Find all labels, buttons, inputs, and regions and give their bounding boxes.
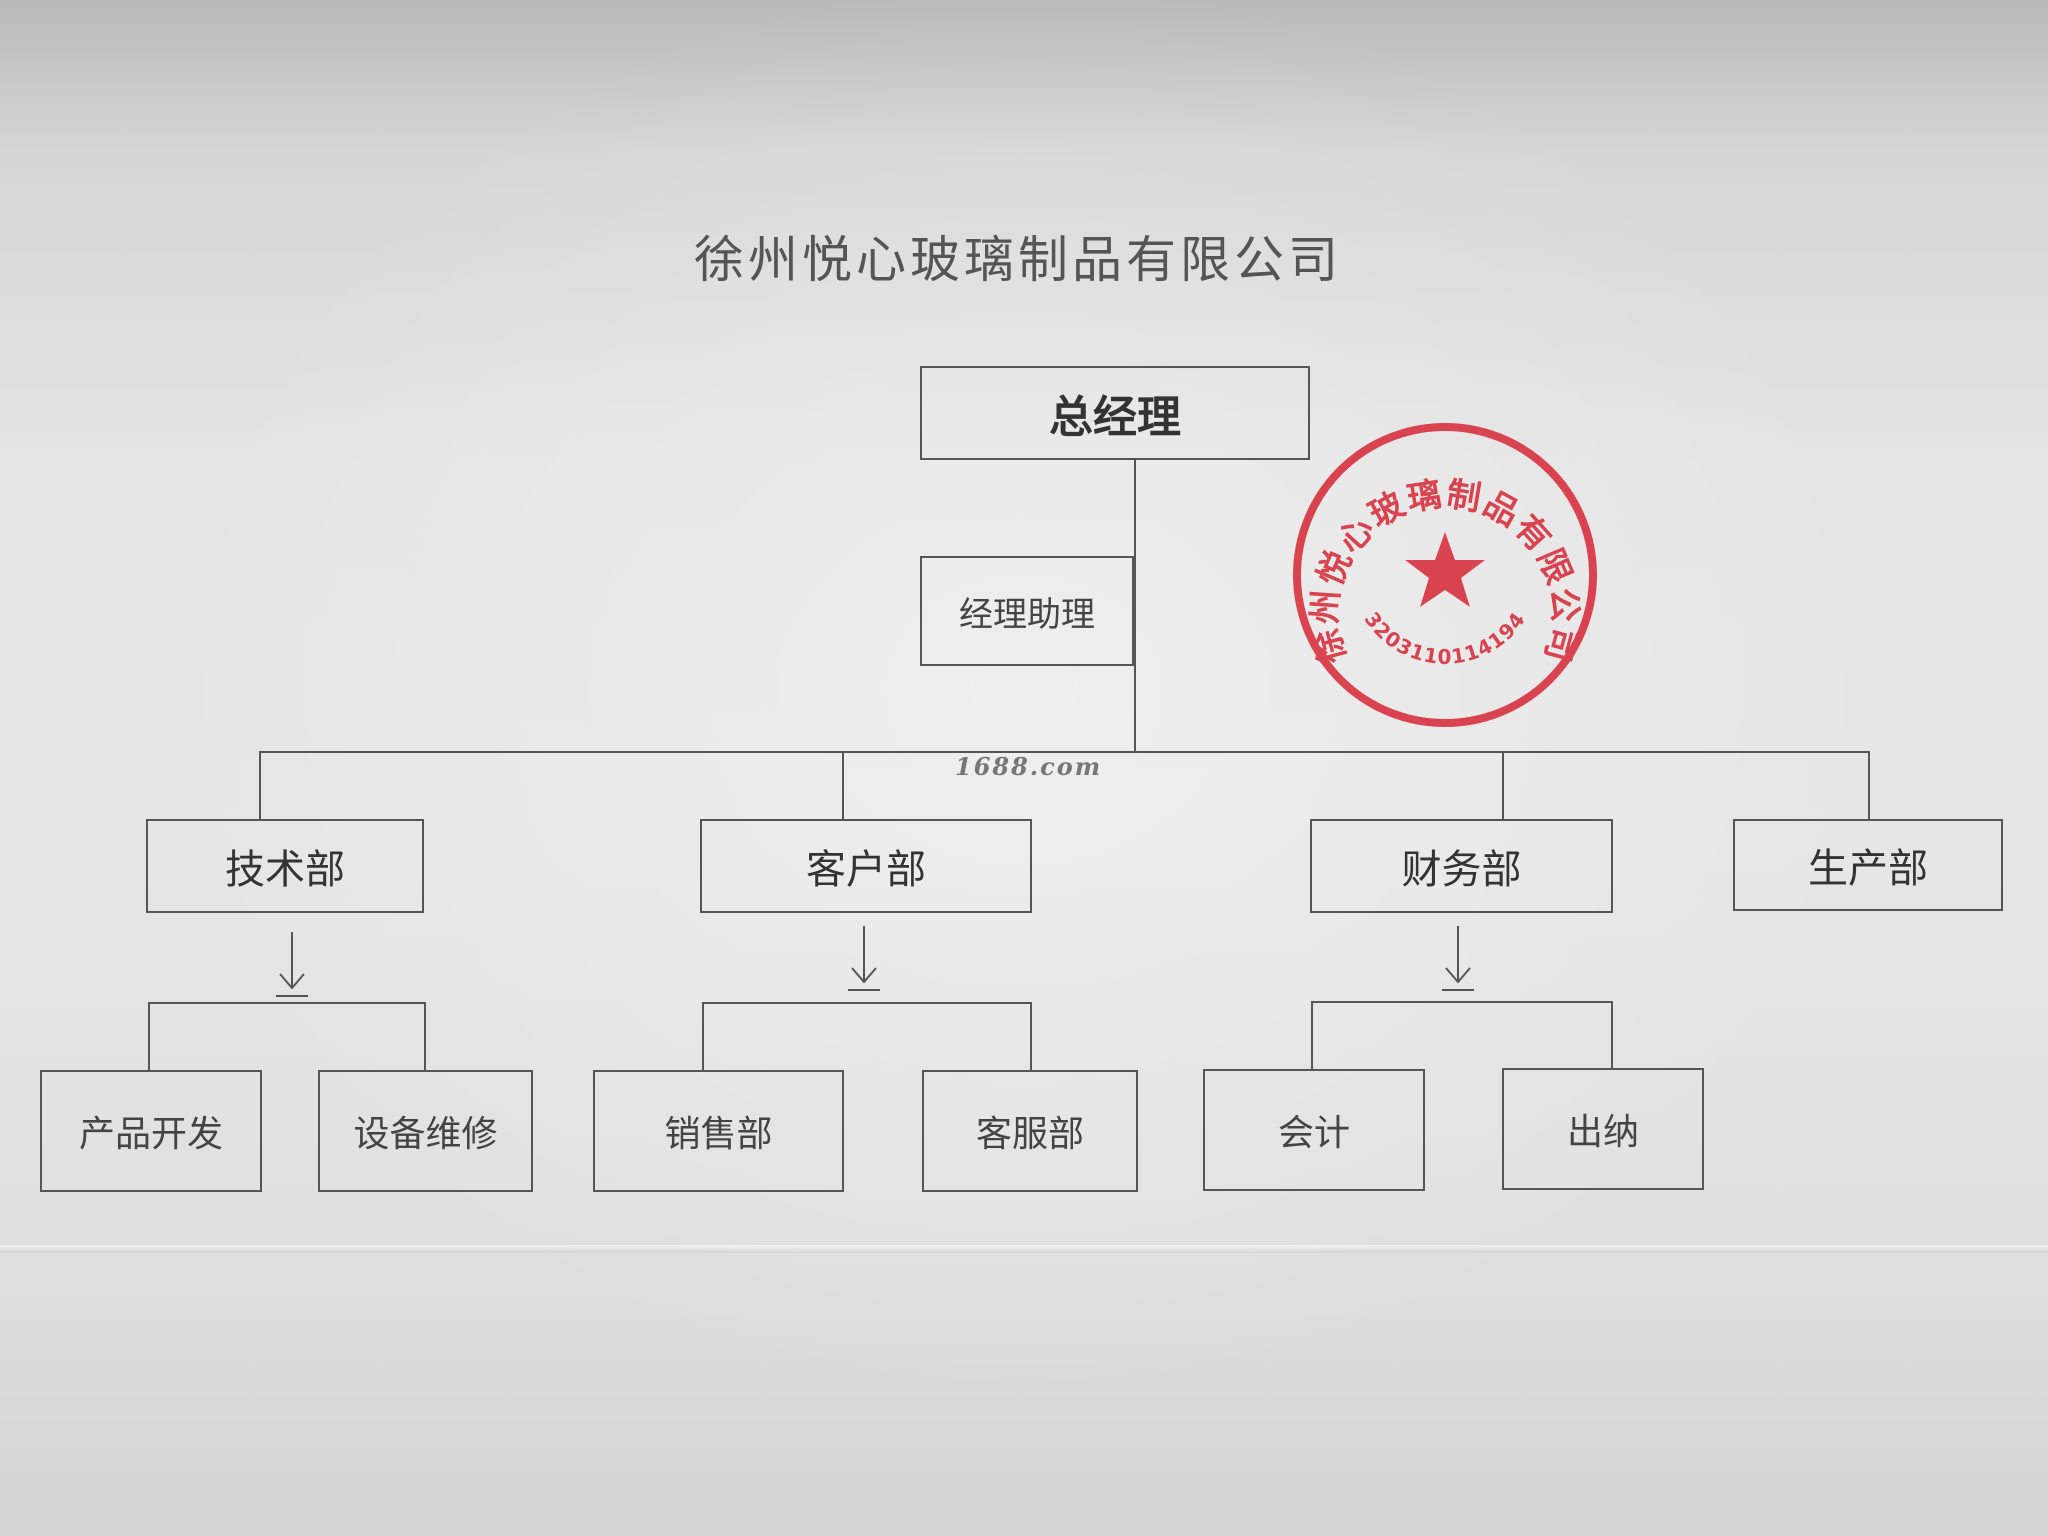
sub-cashier-label: 出纳 — [1566, 1112, 1639, 1153]
finance-sub-drop-left — [1311, 1001, 1313, 1069]
seal-star-icon — [1405, 532, 1485, 607]
finance-sub-drop-right — [1611, 1001, 1613, 1069]
sub-customer-service-box: 客服部 — [922, 1070, 1138, 1192]
sub-product-dev-box: 产品开发 — [40, 1070, 262, 1192]
company-seal-stamp: 徐州悦心玻璃制品有限公司 3203110114194 — [1293, 423, 1597, 727]
sub-customer-service-label: 客服部 — [975, 1114, 1084, 1155]
drop-tech — [259, 751, 261, 819]
assistant-label: 经理助理 — [959, 594, 1095, 635]
sub-accounting-box: 会计 — [1203, 1069, 1425, 1191]
arrow-down-icon — [276, 932, 308, 997]
department-bus-line — [259, 751, 1870, 753]
tech-sub-bus — [148, 1002, 426, 1004]
drop-finance — [1502, 751, 1504, 819]
sub-accounting-label: 会计 — [1277, 1113, 1350, 1154]
svg-text:3203110114194: 3203110114194 — [1360, 607, 1531, 668]
drop-customer — [842, 751, 844, 819]
customer-sub-drop-right — [1030, 1002, 1032, 1070]
sub-sales-label: 销售部 — [664, 1114, 773, 1155]
dept-finance-label: 财务部 — [1401, 847, 1522, 893]
trunk-line — [1134, 460, 1136, 751]
sub-equipment-maint-label: 设备维修 — [353, 1114, 498, 1155]
watermark-text: 1688.com — [955, 752, 1103, 781]
dept-production-box: 生产部 — [1733, 819, 2003, 911]
sub-equipment-maint-box: 设备维修 — [318, 1070, 533, 1192]
general-manager-label: 总经理 — [1049, 392, 1181, 443]
drop-production — [1868, 751, 1870, 819]
arrow-down-icon — [1442, 926, 1474, 991]
dept-finance-box: 财务部 — [1310, 819, 1613, 913]
assistant-box: 经理助理 — [920, 556, 1134, 666]
customer-sub-bus — [702, 1002, 1032, 1004]
finance-sub-bus — [1311, 1001, 1613, 1003]
seal-ring — [1293, 423, 1597, 727]
dept-tech-box: 技术部 — [146, 819, 424, 913]
sub-product-dev-label: 产品开发 — [78, 1114, 223, 1155]
arrow-down-icon — [848, 926, 880, 991]
dept-tech-label: 技术部 — [225, 847, 345, 893]
dept-production-label: 生产部 — [1808, 846, 1928, 892]
dept-customer-label: 客户部 — [806, 847, 926, 893]
general-manager-box: 总经理 — [920, 366, 1310, 460]
dept-customer-box: 客户部 — [700, 819, 1032, 913]
paper-fold — [0, 1245, 2048, 1253]
customer-sub-drop-left — [702, 1002, 704, 1070]
sub-sales-box: 销售部 — [593, 1070, 844, 1192]
tech-sub-drop-right — [424, 1002, 426, 1070]
tech-sub-drop-left — [148, 1002, 150, 1070]
company-title: 徐州悦心玻璃制品有限公司 — [694, 231, 1342, 289]
seal-code: 3203110114194 — [1360, 607, 1530, 668]
sub-cashier-box: 出纳 — [1502, 1068, 1704, 1190]
